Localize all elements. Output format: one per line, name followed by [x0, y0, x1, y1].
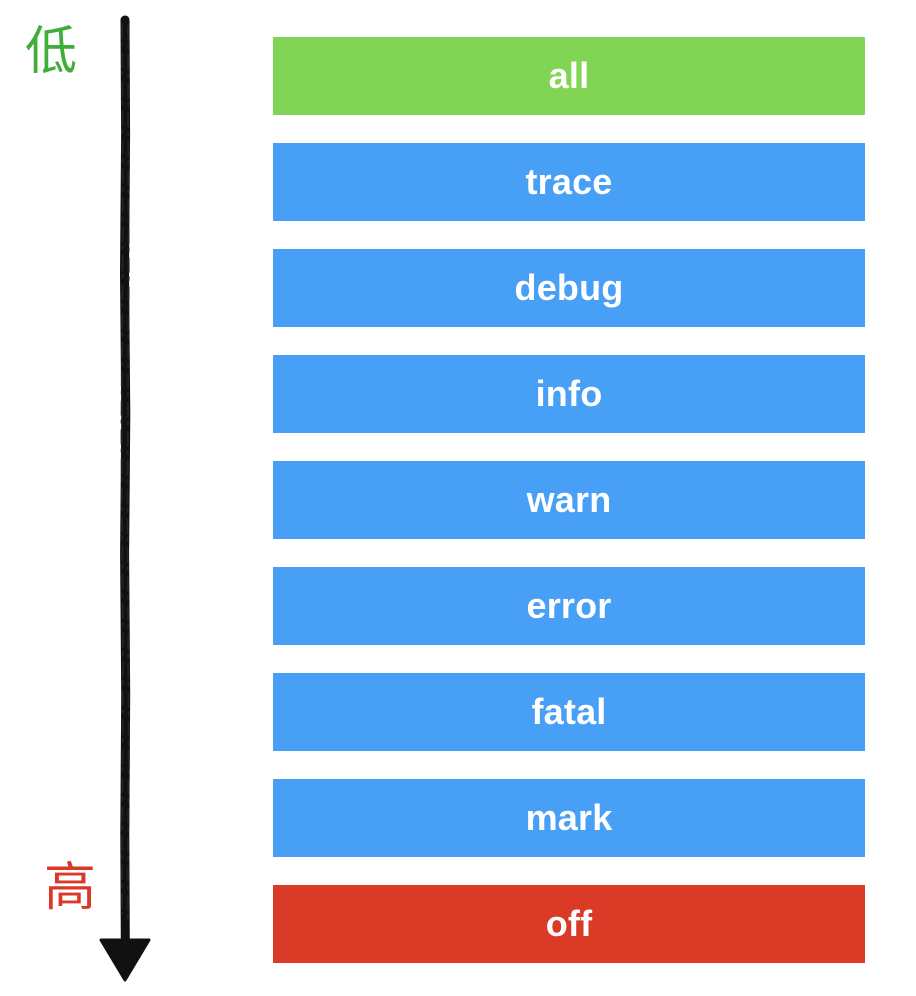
level-arrow	[99, 15, 151, 982]
level-fatal: fatal	[273, 673, 865, 751]
level-warn: warn	[273, 461, 865, 539]
arrow-head	[99, 938, 151, 982]
level-info: info	[273, 355, 865, 433]
level-trace: trace	[273, 143, 865, 221]
log-level-list: all trace debug info warn error fatal ma…	[273, 37, 865, 991]
arrow-shaft-rough	[120, 23, 130, 925]
level-off: off	[273, 885, 865, 963]
arrow-shaft	[120, 15, 131, 947]
level-all: all	[273, 37, 865, 115]
axis-label-low: 低	[25, 22, 78, 82]
level-mark: mark	[273, 779, 865, 857]
level-error: error	[273, 567, 865, 645]
level-debug: debug	[273, 249, 865, 327]
axis-label-high: 高	[44, 858, 97, 918]
